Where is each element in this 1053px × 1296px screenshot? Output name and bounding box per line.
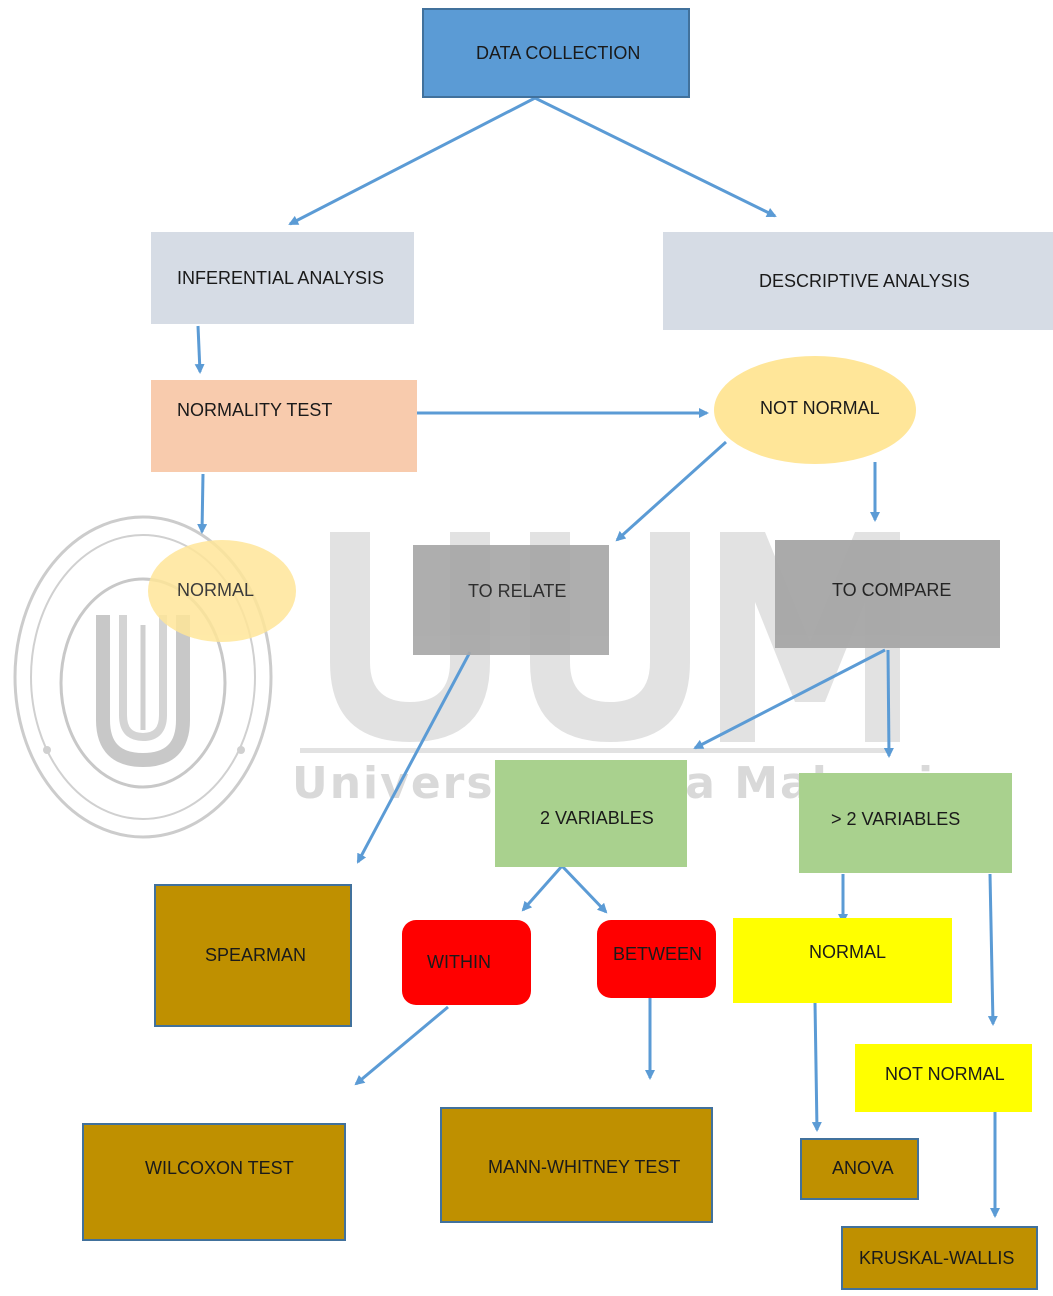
- arrow-inferential-to-normality: [194, 325, 205, 374]
- node-within: WITHIN: [402, 920, 531, 1005]
- node-data-collection: DATA COLLECTION: [422, 8, 690, 98]
- node-normality-test: NORMALITY TEST: [151, 380, 417, 472]
- node-spearman: SPEARMAN: [154, 884, 352, 1027]
- arrow-normal-to-anova: [811, 1001, 822, 1132]
- node-kruskal-wallis-label: KRUSKAL-WALLIS: [859, 1248, 1015, 1268]
- node-not-normal-yellow-label: NOT NORMAL: [885, 1064, 1005, 1084]
- node-to-relate: TO RELATE: [413, 545, 609, 655]
- node-anova: ANOVA: [800, 1138, 919, 1200]
- arrow-relate-to-spearman: [356, 651, 472, 864]
- node-two-variables: 2 VARIABLES: [495, 760, 687, 867]
- node-to-relate-label: TO RELATE: [468, 581, 567, 601]
- node-data-collection-label: DATA COLLECTION: [476, 42, 641, 63]
- node-between-label: BETWEEN: [613, 944, 703, 964]
- university-seal-watermark: [13, 515, 273, 839]
- arrow-2vars-to-within: [521, 865, 564, 912]
- arrow-compare-to-morevars: [883, 649, 894, 758]
- node-inferential-analysis-label: INFERENTIAL ANALYSIS: [177, 267, 385, 288]
- node-two-variables-label: 2 VARIABLES: [540, 808, 654, 828]
- node-mann-whitney-test-label: MANN-WHITNEY TEST: [488, 1157, 681, 1177]
- node-normality-test-label: NORMALITY TEST: [177, 400, 333, 420]
- node-inferential-analysis: INFERENTIAL ANALYSIS: [151, 232, 414, 324]
- node-normal-ellipse-label: NORMAL: [177, 580, 255, 600]
- arrow-collection-to-inferential: [288, 96, 536, 226]
- node-wilcoxon-test-label: WILCOXON TEST: [145, 1158, 294, 1178]
- watermark-divider: [300, 748, 890, 753]
- node-more-variables: > 2 VARIABLES: [799, 773, 1012, 873]
- arrow-notnormal-to-relate: [615, 440, 728, 542]
- node-kruskal-wallis: KRUSKAL-WALLIS: [841, 1226, 1038, 1290]
- node-normal-yellow-label: NORMAL: [809, 942, 887, 962]
- node-normal-yellow: NORMAL: [733, 918, 952, 1003]
- node-anova-label: ANOVA: [832, 1158, 894, 1178]
- arrow-2vars-to-between: [560, 864, 608, 914]
- arrow-morevars-to-notnormal: [987, 873, 998, 1026]
- node-descriptive-analysis-label: DESCRIPTIVE ANALYSIS: [759, 270, 970, 291]
- node-not-normal-yellow: NOT NORMAL: [855, 1044, 1032, 1112]
- node-not-normal-ellipse: NOT NORMAL: [714, 356, 916, 464]
- node-between: BETWEEN: [597, 920, 716, 998]
- arrow-collection-to-descriptive: [534, 96, 777, 218]
- node-wilcoxon-test: WILCOXON TEST: [82, 1123, 346, 1241]
- node-not-normal-ellipse-label: NOT NORMAL: [760, 398, 880, 418]
- node-normal-ellipse: NORMAL: [148, 540, 296, 642]
- node-to-compare-label: TO COMPARE: [832, 580, 952, 600]
- arrow-normality-to-normal: [197, 473, 208, 534]
- arrow-within-to-wilcoxon: [354, 1005, 449, 1086]
- node-more-variables-label: > 2 VARIABLES: [831, 809, 961, 829]
- node-within-label: WITHIN: [427, 952, 491, 972]
- node-descriptive-analysis: DESCRIPTIVE ANALYSIS: [663, 232, 1053, 330]
- node-to-compare: TO COMPARE: [775, 540, 1000, 648]
- node-mann-whitney-test: MANN-WHITNEY TEST: [440, 1107, 713, 1223]
- node-spearman-label: SPEARMAN: [205, 945, 307, 965]
- arrow-compare-to-2vars: [693, 648, 886, 750]
